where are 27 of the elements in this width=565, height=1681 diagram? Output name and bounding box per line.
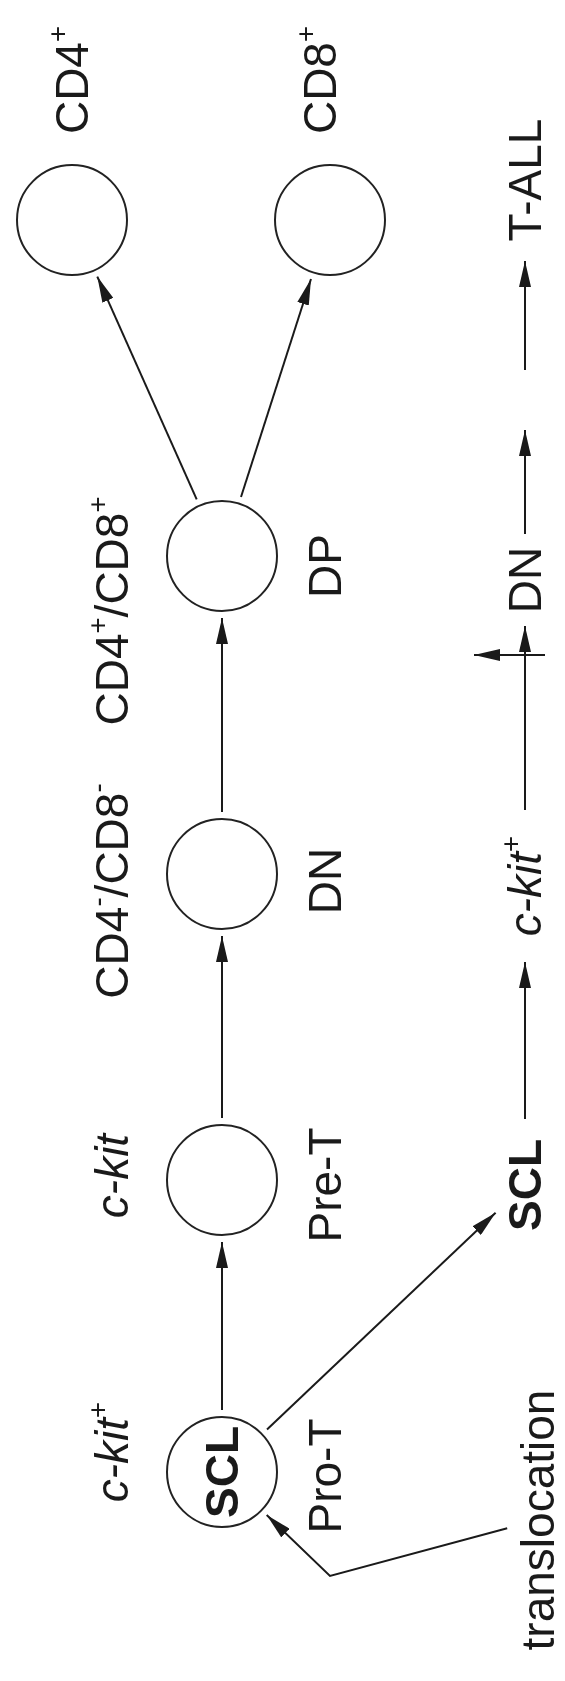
- cell-circle: [166, 1124, 278, 1236]
- cell-label: c-kit: [89, 1133, 135, 1219]
- cell-label: Pre-T: [302, 1127, 348, 1243]
- arrow: [519, 625, 531, 811]
- cell-circle: [166, 1416, 278, 1528]
- cell-label: DP: [302, 534, 348, 598]
- arrow: [216, 1241, 228, 1411]
- cell-circle: [274, 164, 386, 276]
- arrow: [240, 278, 312, 498]
- cell-circle: [166, 818, 278, 930]
- arrow: [265, 1514, 509, 1578]
- arrow: [96, 275, 198, 501]
- arrow: [216, 617, 228, 813]
- node-text: translocation: [515, 1389, 561, 1651]
- arrow: [266, 1211, 497, 1431]
- node-text: DN: [502, 546, 548, 614]
- cell-circle: [16, 164, 128, 276]
- cell-label: DN: [302, 847, 348, 915]
- arrow: [519, 961, 531, 1120]
- arrow: [519, 260, 531, 371]
- arrow: [216, 935, 228, 1119]
- node-text: SCL: [502, 1139, 548, 1231]
- cell-label: Pro-T: [302, 1418, 348, 1534]
- arrow: [519, 429, 531, 535]
- node-text: SCL: [199, 1426, 245, 1518]
- cell-circle: [166, 500, 278, 612]
- node-text: T-ALL: [502, 118, 548, 242]
